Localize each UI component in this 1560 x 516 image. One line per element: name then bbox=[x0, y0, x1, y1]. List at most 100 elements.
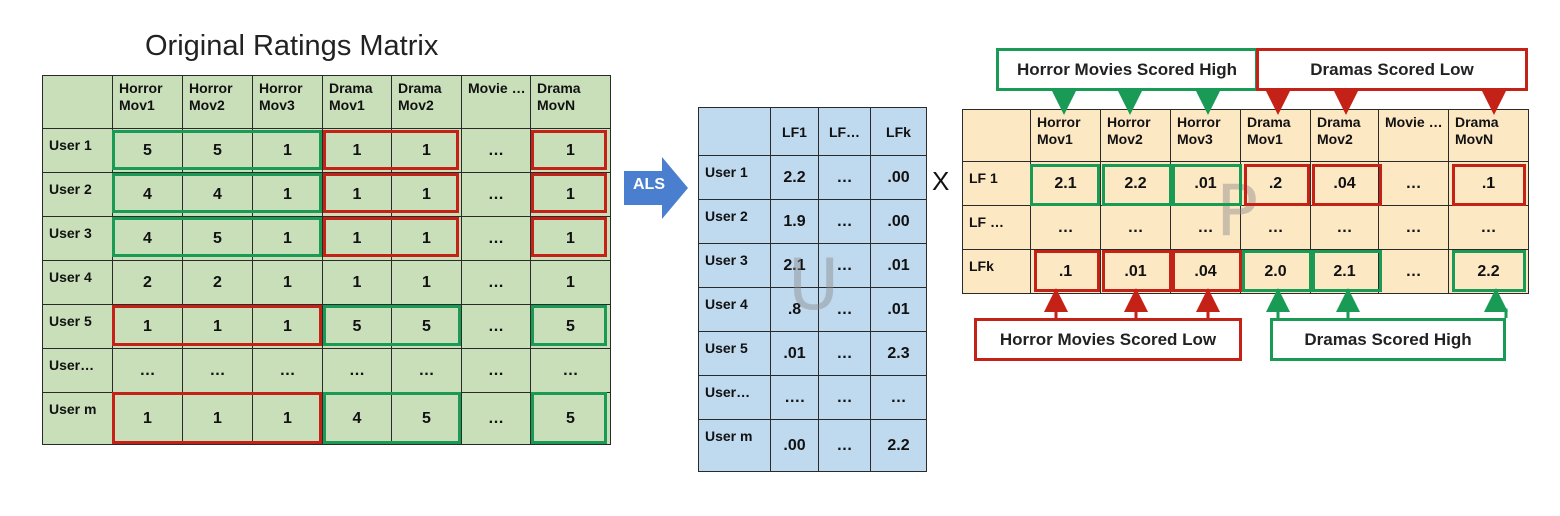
u-cell: 2.2 bbox=[870, 419, 927, 472]
ratings-row-label: User… bbox=[42, 348, 113, 393]
u-cell: .00 bbox=[870, 155, 927, 200]
u-header-row: LF1 LF… LFk bbox=[698, 107, 927, 156]
callout-horror-low: Horror Movies Scored Low bbox=[974, 318, 1242, 361]
ratings-cell: 5 bbox=[112, 128, 183, 173]
u-row: User 4 .8 … .01 bbox=[698, 287, 927, 332]
u-header-cell: LF1 bbox=[770, 107, 819, 156]
u-watermark: U bbox=[788, 244, 840, 326]
p-cell: 2.1 bbox=[1030, 161, 1101, 206]
u-header-cell: LFk bbox=[870, 107, 927, 156]
ratings-cell: 1 bbox=[252, 216, 323, 261]
u-cell: … bbox=[818, 199, 871, 244]
ratings-header-cell: Drama MovN bbox=[530, 75, 611, 129]
ratings-row-label: User 1 bbox=[42, 128, 113, 173]
u-row: User m .00 … 2.2 bbox=[698, 419, 927, 472]
ratings-cell: 1 bbox=[182, 304, 253, 349]
u-cell: … bbox=[818, 287, 871, 332]
p-row: LF … … … … … … … … bbox=[962, 205, 1529, 250]
p-cell: 2.2 bbox=[1100, 161, 1171, 206]
ratings-cell: … bbox=[461, 392, 531, 445]
ratings-cell: 1 bbox=[530, 216, 611, 261]
ratings-row: User m 1 1 1 4 5 … 5 bbox=[42, 392, 611, 445]
highlight-red-box bbox=[112, 305, 322, 346]
u-row: User… …. … … bbox=[698, 375, 927, 420]
ratings-cell: 5 bbox=[391, 392, 462, 445]
callout-dramas-low: Dramas Scored Low bbox=[1256, 48, 1528, 91]
p-row-label: LF 1 bbox=[962, 161, 1031, 206]
u-cell: … bbox=[818, 419, 871, 472]
ratings-cell: … bbox=[461, 172, 531, 217]
ratings-row: User 2 4 4 1 1 1 … 1 bbox=[42, 172, 611, 217]
ratings-cell: … bbox=[112, 348, 183, 393]
p-header-cell: Movie … bbox=[1378, 109, 1449, 162]
u-cell: … bbox=[818, 331, 871, 376]
als-label: ALS bbox=[633, 176, 665, 193]
ratings-cell: 4 bbox=[322, 392, 392, 445]
p-cell: … bbox=[1170, 205, 1241, 250]
highlight-green-box bbox=[531, 392, 607, 444]
u-cell: .8 bbox=[770, 287, 819, 332]
p-cell: .1 bbox=[1030, 249, 1101, 294]
ratings-cell: … bbox=[461, 304, 531, 349]
u-row: User 3 2.1 … .01 bbox=[698, 243, 927, 288]
highlight-red-box bbox=[1312, 164, 1382, 206]
u-row-label: User 4 bbox=[698, 287, 771, 332]
ratings-cell: 1 bbox=[391, 128, 462, 173]
ratings-cell: 1 bbox=[252, 128, 323, 173]
p-header-cell bbox=[962, 109, 1031, 162]
u-cell: .01 bbox=[770, 331, 819, 376]
highlight-red-box bbox=[1452, 164, 1526, 206]
highlight-green-box bbox=[112, 130, 322, 170]
ratings-cell: … bbox=[461, 348, 531, 393]
highlight-red-box bbox=[1244, 164, 1310, 206]
highlight-red-box bbox=[531, 173, 607, 213]
highlight-red-box bbox=[531, 130, 607, 170]
ratings-matrix: Horror Mov1 Horror Mov2 Horror Mov3 Dram… bbox=[42, 75, 611, 445]
ratings-cell: 1 bbox=[252, 392, 323, 445]
p-cell: 2.1 bbox=[1310, 249, 1379, 294]
p-cell: .2 bbox=[1240, 161, 1311, 206]
u-row: User 2 1.9 … .00 bbox=[698, 199, 927, 244]
p-cell: … bbox=[1100, 205, 1171, 250]
highlight-green-box bbox=[112, 173, 322, 213]
callout-horror-high: Horror Movies Scored High bbox=[996, 48, 1258, 91]
ratings-row: User 5 1 1 1 5 5 … 5 bbox=[42, 304, 611, 349]
p-row-label: LFk bbox=[962, 249, 1031, 294]
p-header-cell: Horror Mov2 bbox=[1100, 109, 1171, 162]
ratings-header-cell: Horror Mov3 bbox=[252, 75, 323, 129]
p-cell: … bbox=[1448, 205, 1529, 250]
callout-dramas-low-label: Dramas Scored Low bbox=[1310, 59, 1474, 79]
p-cell: .1 bbox=[1448, 161, 1529, 206]
ratings-cell: … bbox=[461, 260, 531, 305]
callout-dramas-high-label: Dramas Scored High bbox=[1304, 329, 1472, 349]
ratings-header-cell: Drama Mov1 bbox=[322, 75, 392, 129]
ratings-cell: 4 bbox=[182, 172, 253, 217]
p-cell: .04 bbox=[1310, 161, 1379, 206]
highlight-green-box bbox=[323, 305, 461, 346]
p-header-cell: Drama Mov1 bbox=[1240, 109, 1311, 162]
highlight-green-box bbox=[1030, 164, 1100, 206]
ratings-cell: 1 bbox=[530, 172, 611, 217]
u-cell: …. bbox=[770, 375, 819, 420]
p-row: LFk .1 .01 .04 2.0 2.1 … 2.2 bbox=[962, 249, 1529, 294]
p-cell: … bbox=[1310, 205, 1379, 250]
p-header-cell: Drama MovN bbox=[1448, 109, 1529, 162]
highlight-green-box bbox=[531, 305, 607, 346]
highlight-red-box bbox=[323, 173, 459, 213]
ratings-cell: 1 bbox=[182, 392, 253, 445]
u-cell: … bbox=[870, 375, 927, 420]
u-cell: .01 bbox=[870, 287, 927, 332]
ratings-cell: 5 bbox=[322, 304, 392, 349]
ratings-cell: … bbox=[530, 348, 611, 393]
u-row-label: User 3 bbox=[698, 243, 771, 288]
u-cell: .00 bbox=[770, 419, 819, 472]
ratings-cell: 1 bbox=[252, 260, 323, 305]
u-row-label: User… bbox=[698, 375, 771, 420]
u-cell: .01 bbox=[870, 243, 927, 288]
p-watermark: P bbox=[1216, 170, 1259, 252]
p-cell: … bbox=[1378, 205, 1449, 250]
p-cell: … bbox=[1240, 205, 1311, 250]
ratings-cell: … bbox=[461, 216, 531, 261]
ratings-cell: 2 bbox=[112, 260, 183, 305]
connector-dramas-high-3 bbox=[1484, 288, 1508, 318]
